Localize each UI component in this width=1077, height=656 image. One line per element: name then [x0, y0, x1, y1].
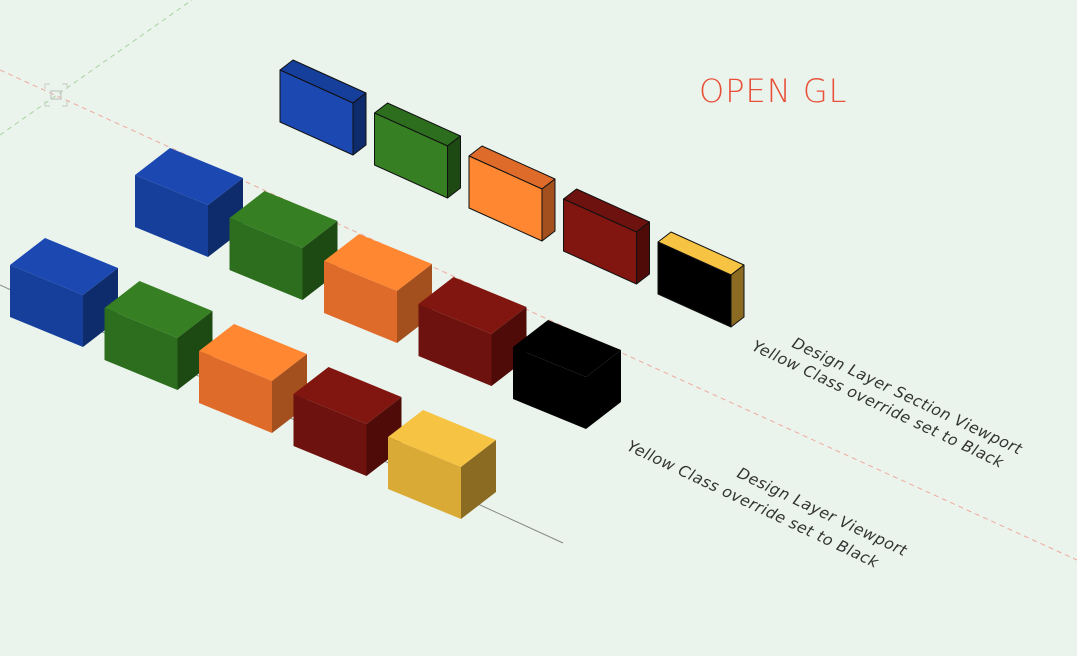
box-side-face [541, 178, 556, 242]
section-viewport-row-red-box[interactable] [418, 277, 527, 386]
box-front-face [104, 308, 178, 390]
section-viewport-flat-row-blue-box[interactable] [279, 59, 367, 156]
box-side-face [397, 264, 432, 343]
origin-icon [44, 83, 68, 107]
box-front-face [418, 304, 492, 386]
box-front-face [293, 394, 367, 476]
box-side-face [636, 221, 650, 285]
layer-viewport-row-green-box[interactable] [104, 281, 213, 390]
box-side-face [272, 354, 307, 433]
box-side-face [461, 440, 496, 519]
box-side-face [366, 397, 402, 476]
box-side-face [491, 307, 527, 386]
section-viewport-row-green-box[interactable] [229, 191, 338, 300]
box-front-face [199, 351, 272, 433]
box-top-face [513, 320, 621, 377]
box-front-face [10, 265, 83, 347]
box-top-face [10, 238, 118, 295]
layer-viewport-row-red-box[interactable] [293, 367, 402, 476]
box-front-face [324, 261, 397, 343]
section-viewport-row-blue-box[interactable] [135, 148, 243, 257]
green-axis-line [0, 0, 193, 136]
section-viewport-flat-row-yellow-black-box[interactable] [657, 231, 745, 328]
section-viewport-row-black-box[interactable] [513, 320, 621, 429]
section-viewport-flat-row-green-box[interactable] [374, 102, 461, 199]
box-side-face [83, 268, 118, 347]
layer-viewport-row-blue-box[interactable] [10, 238, 118, 347]
box-side-face [447, 135, 461, 199]
section-viewport-row-orange-box[interactable] [324, 234, 432, 343]
box-top-face [324, 234, 432, 291]
box-side-face [586, 350, 621, 429]
layer-viewport-row-yellow-box[interactable] [388, 410, 496, 519]
box-side-face [208, 178, 243, 257]
box-top-face [229, 191, 338, 248]
box-side-face [730, 264, 745, 328]
box-side-face [352, 92, 367, 156]
box-side-face [302, 221, 338, 300]
box-top-face [293, 367, 402, 424]
box-top-face [104, 281, 213, 338]
box-top-face [135, 148, 243, 205]
box-front-face [388, 437, 461, 519]
box-front-face [229, 218, 303, 300]
box-side-face [177, 311, 213, 390]
box-front-face [135, 175, 208, 257]
section-viewport-flat-row-orange-box[interactable] [468, 145, 556, 242]
box-front-face [513, 347, 586, 429]
box-top-face [388, 410, 496, 467]
section-viewport-flat-row-red-box[interactable] [563, 188, 650, 285]
box-top-face [418, 277, 527, 334]
render-mode-title: OPEN GL [699, 72, 848, 110]
layer-viewport-row-orange-box[interactable] [199, 324, 307, 433]
box-top-face [199, 324, 307, 381]
